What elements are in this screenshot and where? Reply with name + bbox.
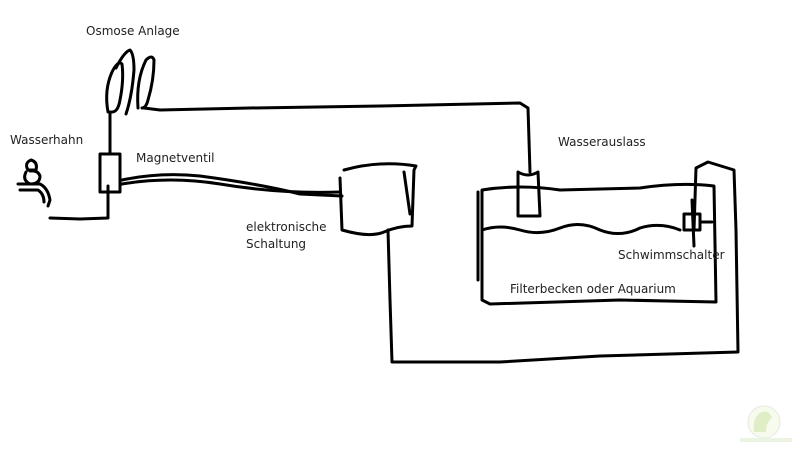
tank-outline bbox=[480, 182, 718, 306]
label-wasserauslass: Wasserauslass bbox=[558, 135, 646, 149]
schaltung-box bbox=[338, 162, 418, 237]
magnetventil-box bbox=[98, 152, 122, 194]
water-level bbox=[480, 223, 682, 235]
label-schaltung-2: Schaltung bbox=[246, 237, 307, 251]
label-schwimmschalter: Schwimmschalter bbox=[618, 248, 725, 262]
label-schaltung-1: elektronische bbox=[246, 220, 327, 234]
pipe-faucet-to-valve bbox=[48, 184, 110, 221]
label-becken: Filterbecken oder Aquarium bbox=[510, 282, 676, 296]
water-outlet bbox=[516, 170, 542, 218]
label-wasserhahn: Wasserhahn bbox=[10, 133, 84, 147]
faucet-icon bbox=[16, 158, 52, 208]
wire-to-float-switch bbox=[386, 160, 740, 364]
float-switch-icon bbox=[682, 198, 714, 248]
watermark-logo-icon bbox=[740, 405, 792, 442]
label-osmose: Osmose Anlage bbox=[86, 24, 180, 38]
label-magnetventil: Magnetventil bbox=[136, 151, 215, 165]
osmose-filter-icon bbox=[105, 48, 532, 174]
wire-2 bbox=[120, 178, 342, 194]
